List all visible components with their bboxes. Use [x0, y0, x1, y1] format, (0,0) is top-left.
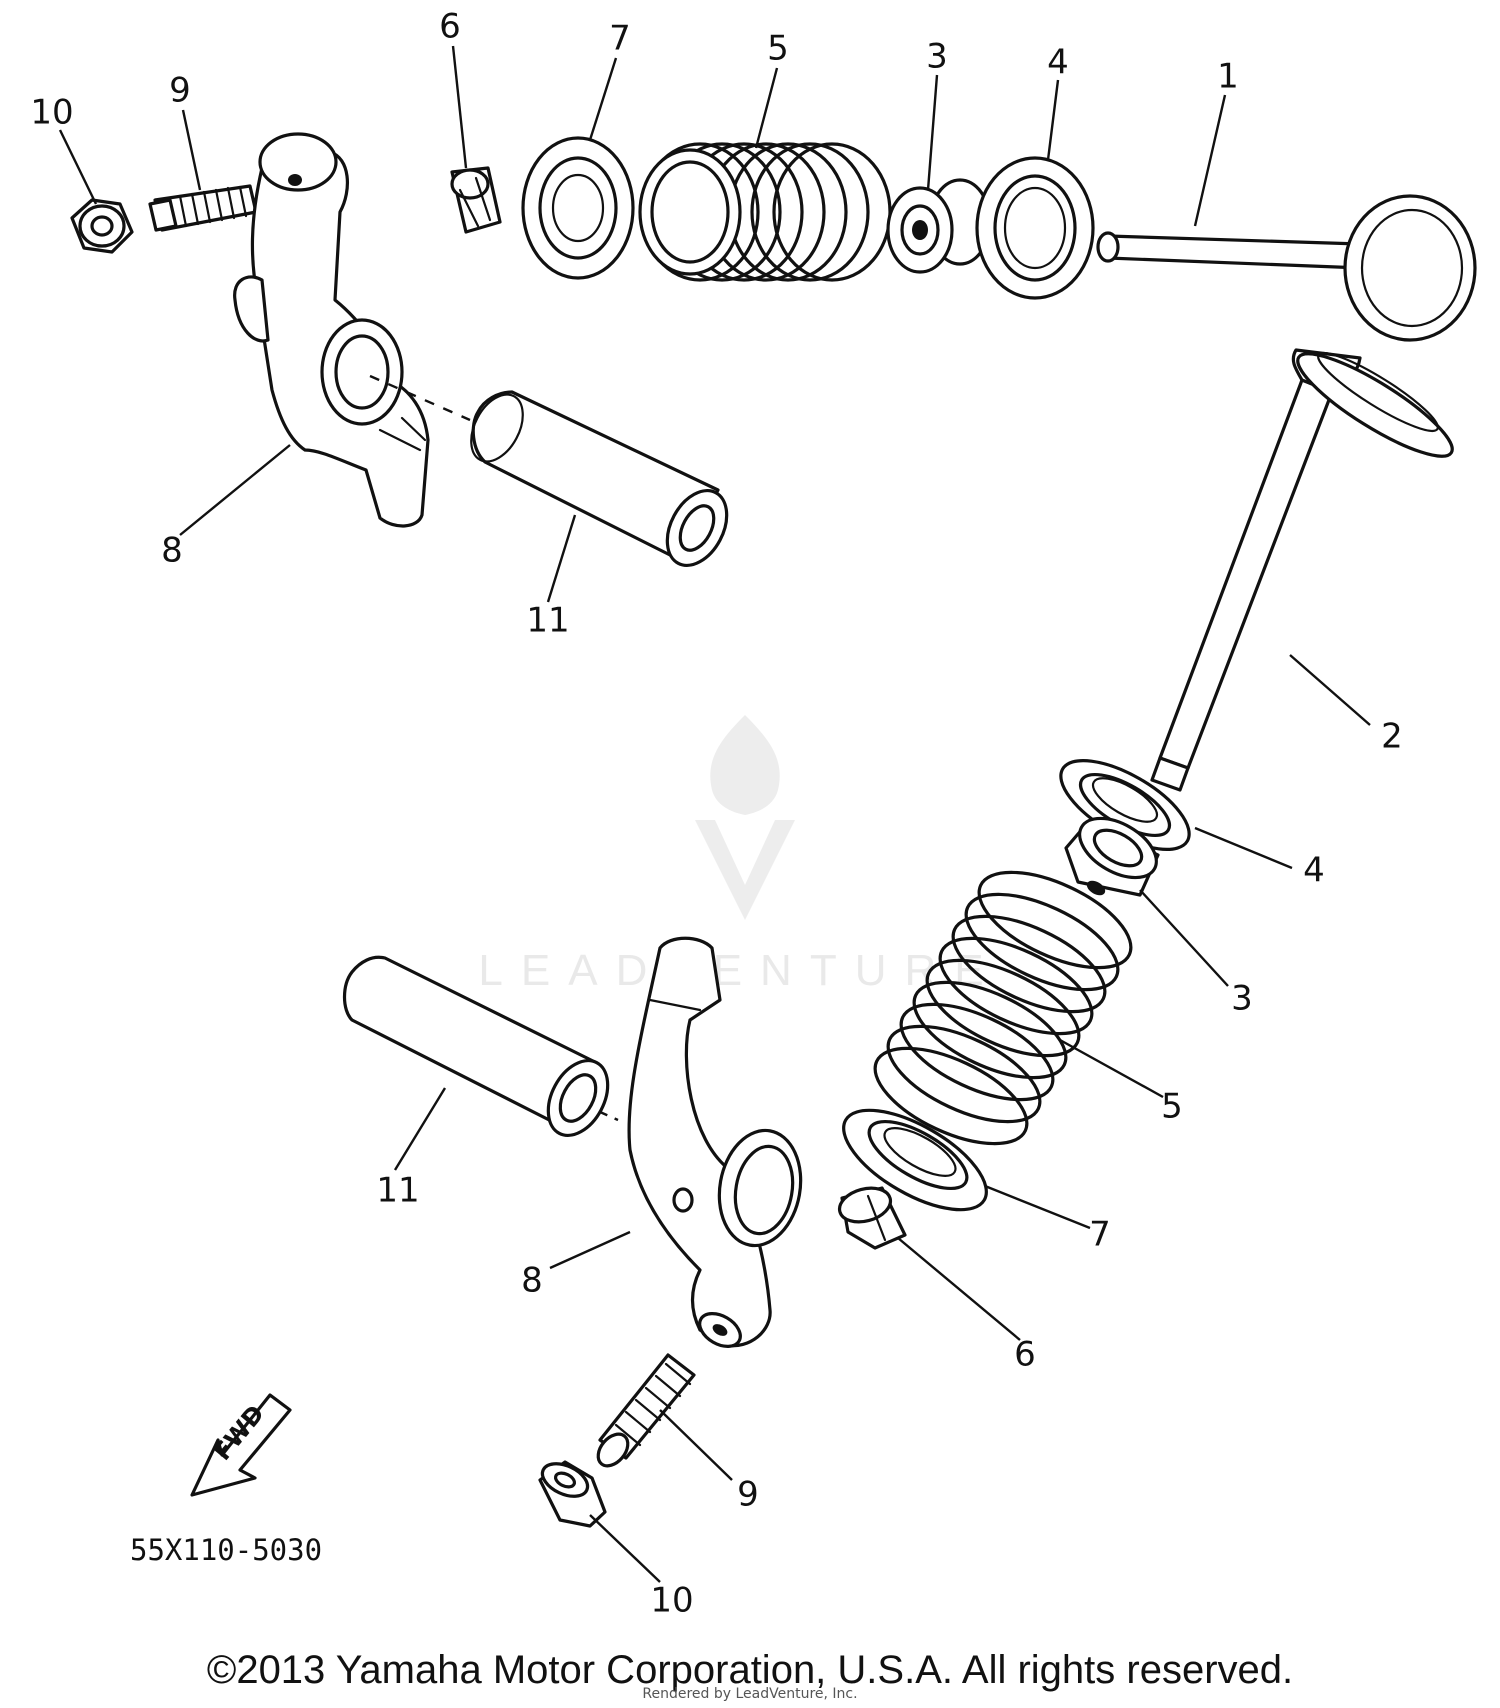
- watermark-text: LEADVENTURE: [478, 946, 1001, 995]
- callout-3-top: 3: [926, 37, 948, 77]
- valve-stem-seal-right: [1064, 816, 1160, 897]
- intake-valve: [1096, 194, 1477, 342]
- fwd-arrow-icon: FWD: [190, 1393, 292, 1497]
- adjusting-screw-bottom: [596, 1353, 696, 1468]
- callout-10-bottom: 10: [650, 1581, 693, 1621]
- spring-retainer-right: [842, 1108, 988, 1212]
- locknut-top: [70, 198, 134, 254]
- callout-4-right: 4: [1303, 851, 1325, 891]
- callout-7-right: 7: [1089, 1215, 1111, 1255]
- rocker-shaft-top: [470, 390, 729, 567]
- callout-1-top: 1: [1217, 57, 1239, 97]
- callout-11-bottom: 11: [376, 1171, 419, 1211]
- callout-6-right: 6: [1014, 1335, 1036, 1375]
- callout-8-bottom: 8: [521, 1261, 543, 1301]
- callout-4-top: 4: [1047, 43, 1069, 83]
- callout-5-top: 5: [767, 29, 789, 69]
- copyright-notice: ©2013 Yamaha Motor Corporation, U.S.A. A…: [206, 1648, 1294, 1692]
- spring-retainer-top: [521, 136, 635, 280]
- spring-seat-top: [975, 156, 1095, 300]
- callout-3-right: 3: [1231, 979, 1253, 1019]
- callouts: 6 7 5 3 4 1 10 9 8 11 2 4 3 5 7 6 11 8 9…: [30, 7, 1402, 1621]
- exhaust-valve: [1150, 348, 1454, 792]
- spring-seat-right: [1059, 759, 1191, 851]
- valve-stem-seal-top: [886, 178, 992, 274]
- adjusting-screw-top: [148, 184, 289, 232]
- callout-9-bottom: 9: [737, 1475, 759, 1515]
- callout-5-right: 5: [1161, 1087, 1183, 1127]
- leader-lines: [58, 45, 1371, 1583]
- callout-11-top: 11: [526, 601, 569, 641]
- callout-6-top: 6: [439, 7, 461, 47]
- locknut-bottom: [538, 1460, 607, 1528]
- callout-2-right: 2: [1381, 717, 1403, 757]
- valve-cotter-top: [450, 166, 502, 234]
- rocker-arm-bottom: [627, 936, 803, 1348]
- callout-10-top: 10: [30, 93, 73, 133]
- callout-7-top: 7: [609, 19, 631, 59]
- valve-cotter-right: [837, 1186, 907, 1250]
- callout-8-top: 8: [161, 531, 183, 571]
- valve-spring-right: [873, 870, 1133, 1146]
- valve-spring-top: [638, 142, 892, 282]
- rocker-arm-top: [233, 132, 471, 528]
- diagram-part-number: 55X110-5030: [130, 1533, 322, 1567]
- callout-9-top: 9: [169, 71, 191, 111]
- rendered-by-note: Rendered by LeadVenture, Inc.: [642, 1686, 858, 1702]
- leadventure-watermark: LEADVENTURE: [478, 715, 1001, 995]
- rocker-shaft-bottom: [342, 955, 619, 1137]
